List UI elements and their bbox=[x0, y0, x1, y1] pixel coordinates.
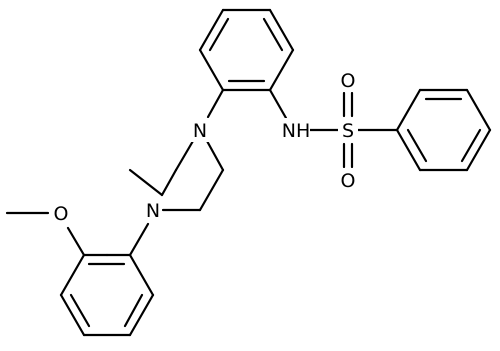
phenyl-ring-central bbox=[198, 8, 295, 120]
atom-labels: NH S O O N N O bbox=[51, 68, 358, 225]
piperazine-ring bbox=[128, 139, 225, 257]
methoxy-oxygen-label: O bbox=[54, 203, 69, 225]
methoxy-bonds bbox=[5, 211, 86, 257]
piperazine-n-lower-label: N bbox=[146, 200, 160, 222]
nh-label: NH bbox=[282, 120, 311, 142]
oxygen-upper-label: O bbox=[341, 70, 356, 92]
sulfonyl-bonds bbox=[304, 91, 399, 169]
piperazine-n-upper-label: N bbox=[193, 120, 207, 142]
methoxyphenyl-ring bbox=[59, 253, 155, 337]
bonds bbox=[5, 8, 492, 337]
oxygen-lower-label: O bbox=[341, 170, 356, 192]
phenyl-ring-sulfonyl bbox=[395, 88, 492, 172]
sulfur-label: S bbox=[342, 120, 354, 142]
